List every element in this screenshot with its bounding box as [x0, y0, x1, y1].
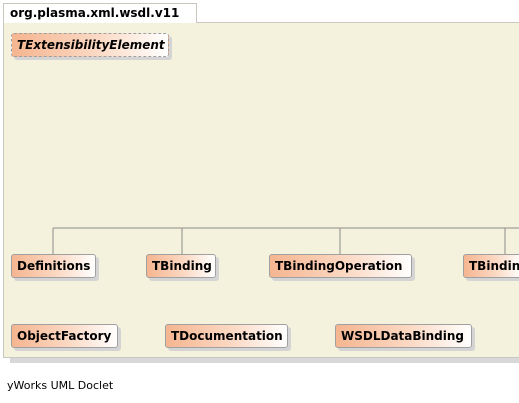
class-wsdl-data-binding[interactable]: WSDLDataBinding — [335, 324, 472, 348]
footer-credit: yWorks UML Doclet — [7, 379, 114, 392]
class-tdocumentation[interactable]: TDocumentation — [165, 324, 288, 348]
class-object-factory[interactable]: ObjectFactory — [11, 324, 118, 348]
class-tbinding[interactable]: TBinding — [146, 254, 216, 278]
package-body — [3, 22, 519, 358]
class-tbinding-truncated[interactable]: TBindin — [463, 254, 519, 278]
package-name: org.plasma.xml.wsdl.v11 — [10, 6, 180, 20]
package-tab: org.plasma.xml.wsdl.v11 — [3, 3, 197, 23]
class-tbinding-operation[interactable]: TBindingOperation — [269, 254, 412, 278]
package-shadow — [10, 358, 519, 363]
class-textensibility-element[interactable]: TExtensibilityElement — [11, 33, 169, 57]
class-definitions[interactable]: Definitions — [11, 254, 96, 278]
